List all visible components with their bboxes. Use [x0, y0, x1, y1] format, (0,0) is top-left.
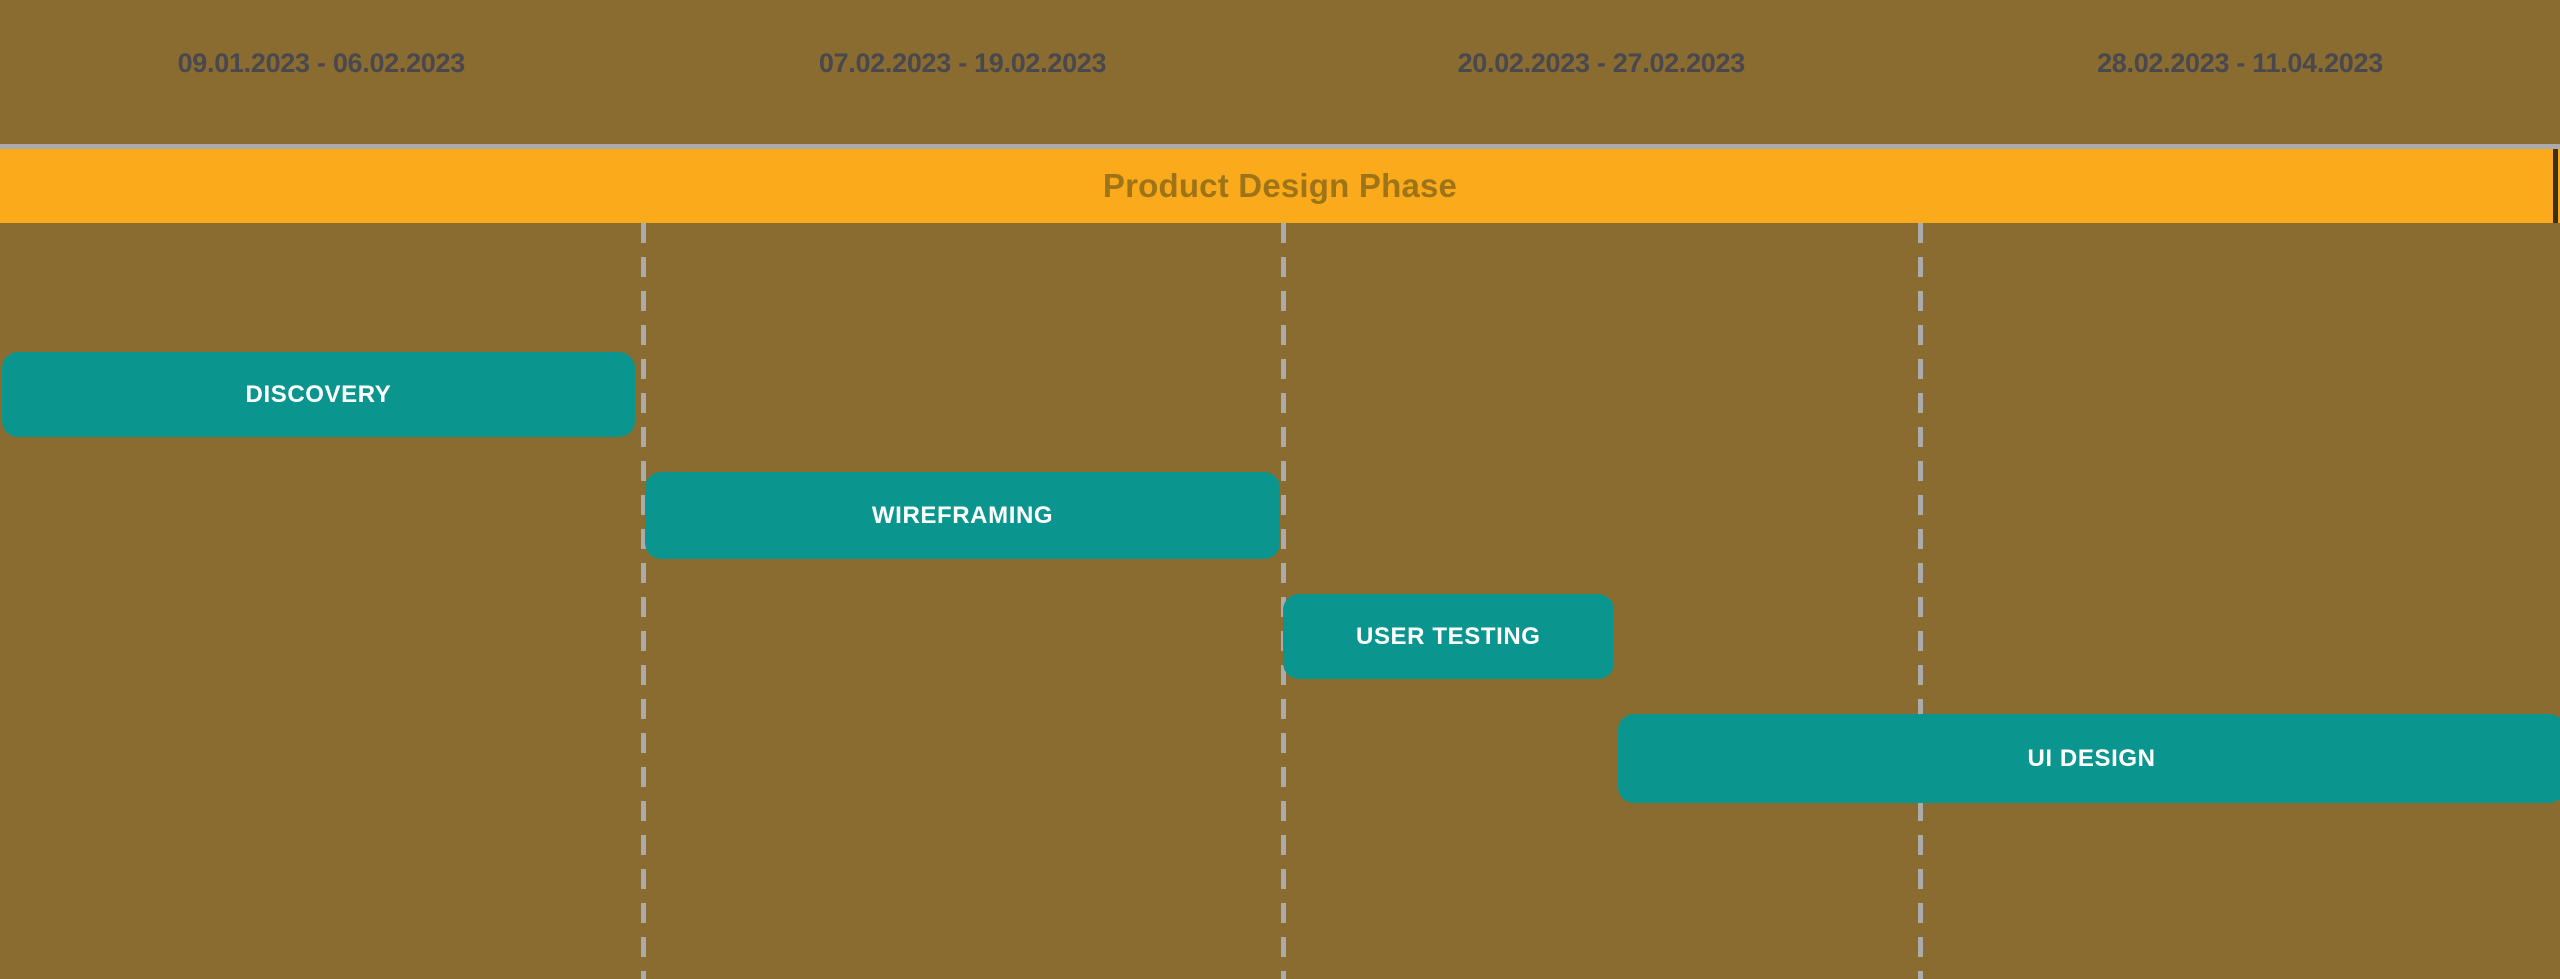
task-bar-label: WIREFRAMING	[871, 501, 1054, 529]
task-bar-wireframing[interactable]: WIREFRAMING	[645, 472, 1280, 559]
phase-bar[interactable]: Product Design Phase	[0, 149, 2560, 223]
header-column-4: 28.02.2023 - 11.04.2023	[1920, 0, 2560, 126]
column-separator-dashed-line	[1280, 223, 1286, 979]
column-separator-dashed-line	[640, 223, 646, 979]
header-column-3: 20.02.2023 - 27.02.2023	[1283, 0, 1920, 126]
header-divider-line	[0, 144, 2560, 149]
task-bar-label: UI DESIGN	[2027, 744, 2156, 772]
phase-bar-label: Product Design Phase	[1102, 167, 1458, 204]
task-bar-label: USER TESTING	[1356, 622, 1541, 650]
date-range-label: 07.02.2023 - 19.02.2023	[818, 47, 1107, 78]
column-separator-dashed-line	[1918, 223, 1923, 979]
date-range-label: 28.02.2023 - 11.04.2023	[2097, 47, 2383, 78]
date-range-label: 20.02.2023 - 27.02.2023	[1457, 47, 1746, 78]
date-range-label: 09.01.2023 - 06.02.2023	[177, 47, 466, 78]
task-bar-discovery[interactable]: DISCOVERY	[2, 352, 635, 437]
task-bar-ui-design[interactable]: UI DESIGN	[1617, 714, 2560, 803]
header-column-2: 07.02.2023 - 19.02.2023	[643, 0, 1283, 126]
header-column-1: 09.01.2023 - 06.02.2023	[0, 0, 643, 126]
task-bar-label: DISCOVERY	[245, 380, 392, 408]
phase-bar-right-edge	[2553, 149, 2558, 223]
task-bar-user-testing[interactable]: USER TESTING	[1282, 594, 1615, 679]
